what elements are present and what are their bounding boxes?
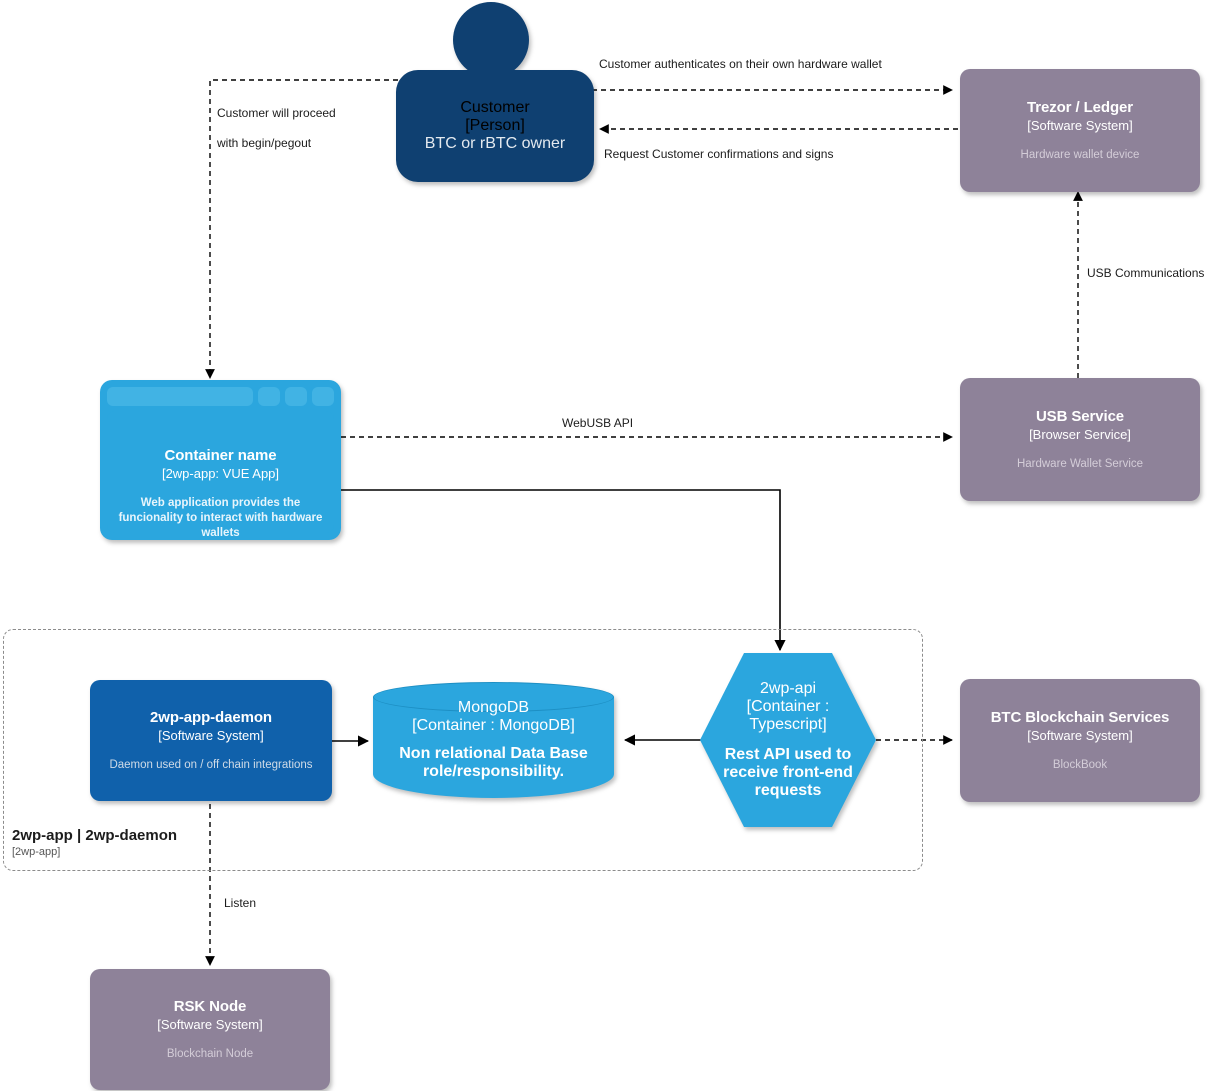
node-2wp-app-daemon-description: Daemon used on / off chain integrations [109,758,313,771]
node-rsk-node-description: Blockchain Node [166,1047,254,1060]
node-2wp-api-title: 2wp-api [759,680,817,697]
node-trezor-ledger-title: Trezor / Ledger [1026,98,1134,116]
edge-label-customer-will-proceed: Customer will proceed [217,106,336,120]
node-2wp-api-description: Rest API used to receive front-end reque… [723,746,853,799]
node-rsk-node-type: [Software System] [157,1016,263,1032]
cylinder-top-ellipse [373,682,614,712]
node-vue-app-type: [2wp-app: VUE App] [161,466,280,481]
node-mongodb-text: MongoDB [Container : MongoDB] Non relati… [373,682,614,798]
edge-customer-to-vue-app [205,79,398,379]
edge-label-with-begin-pegout: with begin/pegout [217,136,312,150]
node-trezor-ledger-description: Hardware wallet device [1020,148,1140,161]
person-head-icon [453,2,529,78]
node-usb-service-title: USB Service [1035,407,1125,425]
node-rsk-node[interactable]: RSK Node [Software System] Blockchain No… [90,969,330,1090]
node-usb-service[interactable]: USB Service [Browser Service] Hardware W… [960,378,1200,501]
node-btc-blockchain-services-title: BTC Blockchain Services [990,708,1170,726]
node-mongodb-description: Non relational Data Base role/responsibi… [399,745,588,780]
browser-body: Container name [2wp-app: VUE App] Web ap… [107,411,334,539]
node-customer-description: BTC or rBTC owner [424,135,566,152]
node-rsk-node-title: RSK Node [173,997,247,1015]
edge-vue-app-to-twp-api [341,489,786,652]
node-mongodb[interactable]: MongoDB [Container : MongoDB] Non relati… [373,682,614,798]
node-customer-title: Customer [460,99,530,116]
browser-control-icon [285,387,307,406]
browser-address-bar [107,387,253,406]
node-2wp-api-type: [Container : Typescript] [746,698,830,733]
node-customer-type: [Person] [465,117,525,134]
boundary-tech: [2wp-app] [12,846,61,858]
node-btc-blockchain-services-description: BlockBook [1052,758,1108,771]
node-2wp-api[interactable]: 2wp-api [Container : Typescript] Rest AP… [700,653,876,827]
node-2wp-app-daemon-type: [Software System] [158,727,264,743]
node-2wp-api-text: 2wp-api [Container : Typescript] Rest AP… [700,653,876,827]
edge-label-usb-communications: USB Communications [1087,266,1205,280]
boundary-2wp-app [3,629,923,871]
edge-label-listen: Listen [224,896,257,910]
edge-label-request-confirmations: Request Customer confirmations and signs [604,147,834,161]
node-trezor-ledger[interactable]: Trezor / Ledger [Software System] Hardwa… [960,69,1200,192]
edge-label-customer-authenticates: Customer authenticates on their own hard… [599,57,882,71]
node-customer[interactable]: Customer [Person] BTC or rBTC owner [396,2,594,182]
boundary-label: 2wp-app | 2wp-daemon [2wp-app] [12,826,312,860]
browser-control-icon [258,387,280,406]
node-vue-app-title: Container name [164,447,277,464]
node-usb-service-description: Hardware Wallet Service [1016,457,1144,470]
person-body: Customer [Person] BTC or rBTC owner [396,70,594,182]
cylinder-shape-icon [373,682,614,798]
node-mongodb-title: MongoDB [457,699,530,716]
node-2wp-app-daemon[interactable]: 2wp-app-daemon [Software System] Daemon … [90,680,332,801]
node-vue-app[interactable]: Container name [2wp-app: VUE App] Web ap… [100,380,341,540]
boundary-name: 2wp-app | 2wp-daemon [12,827,178,844]
browser-chrome [107,387,334,406]
node-vue-app-description: Web application provides the funcionalit… [118,497,323,539]
node-2wp-app-daemon-title: 2wp-app-daemon [150,708,272,726]
node-trezor-ledger-type: [Software System] [1027,117,1133,133]
node-usb-service-type: [Browser Service] [1029,426,1131,442]
node-mongodb-type: [Container : MongoDB] [412,717,575,734]
cylinder-body [373,697,614,798]
node-btc-blockchain-services-type: [Software System] [1027,727,1133,743]
edge-label-webusb-api: WebUSB API [562,416,634,430]
node-btc-blockchain-services[interactable]: BTC Blockchain Services [Software System… [960,679,1200,802]
browser-control-icon [312,387,334,406]
